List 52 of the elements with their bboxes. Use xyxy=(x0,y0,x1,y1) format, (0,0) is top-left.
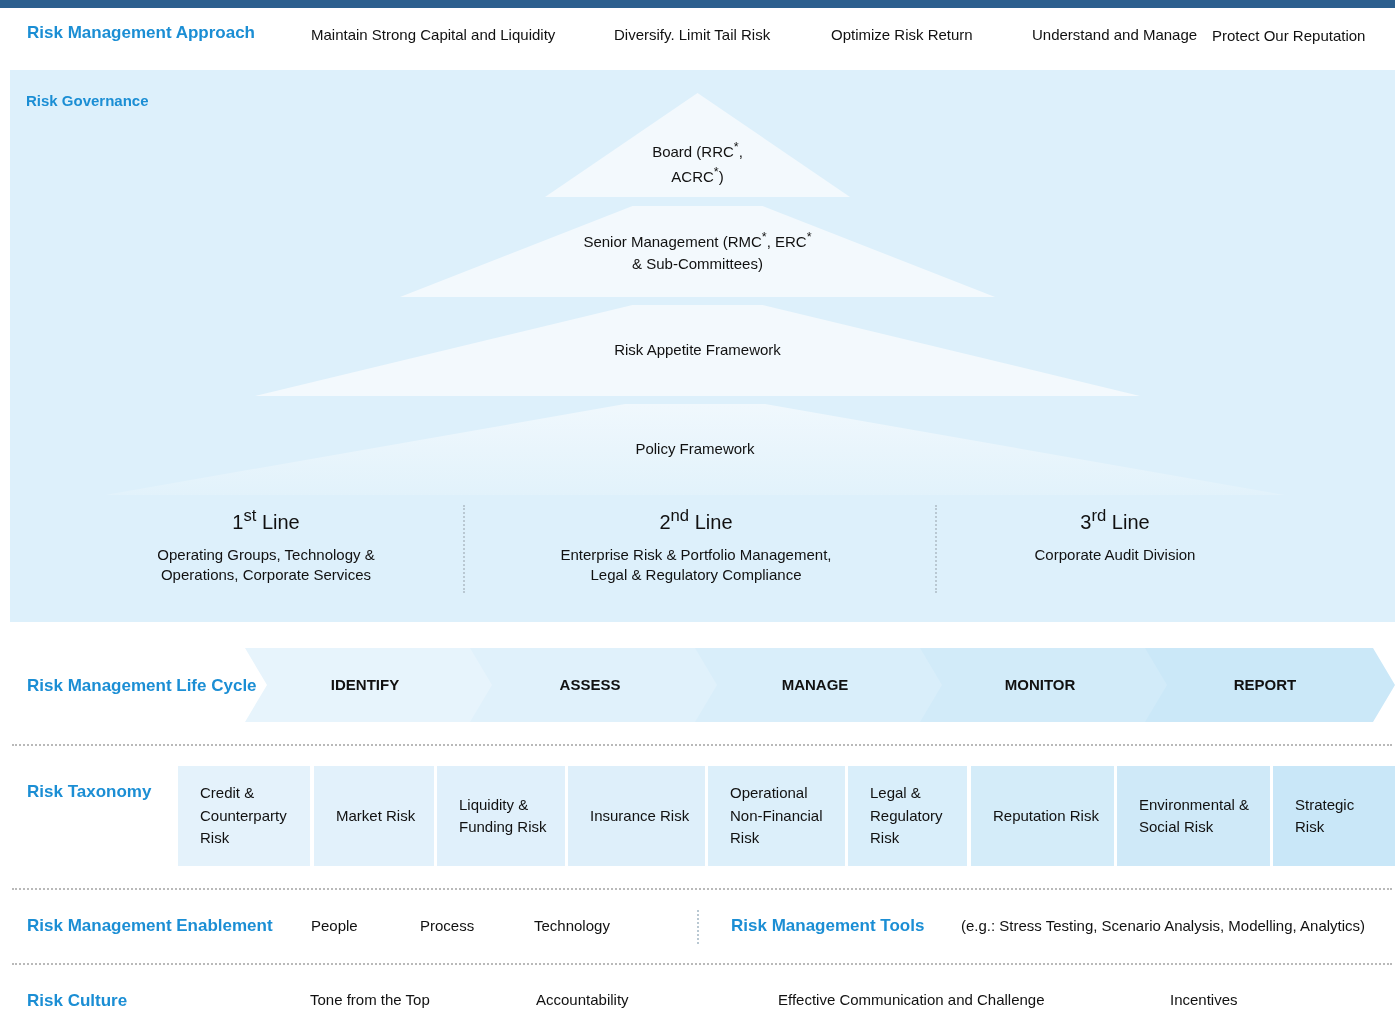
line-heading: 2$^{nd}$ Line xyxy=(658,505,734,535)
risk-type: Operational Non-Financial Risk xyxy=(730,783,824,849)
line-heading: 1$^{st}$ Line xyxy=(231,505,301,535)
taxonomy-tile xyxy=(178,766,310,866)
section-heading: Risk Management Tools xyxy=(731,915,925,937)
taxonomy-tile xyxy=(848,766,967,866)
tier-label: Board (RRC$^{*}$, ACRC$^{*}$) xyxy=(651,138,744,187)
list-item: Maintain Strong Capital and Liquidity xyxy=(311,25,556,45)
list-item: Technology xyxy=(534,916,610,936)
taxonomy-tile xyxy=(568,766,705,866)
step-label: IDENTIFY xyxy=(330,674,400,695)
list-item: Accountability xyxy=(536,990,629,1010)
tier-label: Risk Appetite Framework xyxy=(614,340,781,361)
risk-type: Market Risk xyxy=(336,805,416,826)
section-heading: Risk Taxonomy xyxy=(27,781,152,803)
list-item: Diversify. Limit Tail Risk xyxy=(614,25,771,45)
risk-type: Reputation Risk xyxy=(993,805,1099,826)
risk-type: Legal & Regulatory Risk xyxy=(870,783,944,849)
governance-panel xyxy=(10,70,1395,622)
risk-type: Strategic Risk xyxy=(1295,794,1356,837)
section-heading: Risk Governance xyxy=(26,91,149,111)
step-label: REPORT xyxy=(1233,674,1297,695)
list-item: People xyxy=(311,916,358,936)
risk-type: Insurance Risk xyxy=(590,805,690,826)
line-heading: 3$^{rd}$ Line xyxy=(1079,505,1151,535)
tier-label: Senior Management (RMC$^{*}$, ERC$^{*}$ & Sub-Committees) xyxy=(582,228,813,274)
list-item: Protect Our Reputation xyxy=(1212,26,1366,46)
line-description: Enterprise Risk & Portfolio Management, Legal & Regulatory Compliance xyxy=(559,545,833,584)
list-item: Incentives xyxy=(1170,990,1238,1010)
section-heading: Risk Management Life Cycle xyxy=(27,675,257,697)
risk-type: Credit & Counterparty Risk xyxy=(200,783,288,849)
taxonomy-tile xyxy=(971,766,1114,866)
list-item: Tone from the Top xyxy=(310,990,430,1010)
risk-type: Liquidity & Funding Risk xyxy=(459,794,548,837)
tier-label: Policy Framework xyxy=(635,439,755,460)
taxonomy-tile xyxy=(1117,766,1270,866)
taxonomy-tile xyxy=(437,766,565,866)
line-description: Operating Groups, Technology & Operations, Corporate Services xyxy=(156,545,376,584)
taxonomy-tile xyxy=(708,766,845,866)
taxonomy-tile xyxy=(1273,766,1395,866)
line-description: Corporate Audit Division xyxy=(1033,545,1197,565)
section-heading: Risk Management Enablement xyxy=(27,915,273,937)
section-heading: Risk Culture xyxy=(27,990,128,1012)
list-item: Process xyxy=(420,916,475,936)
section-heading: Risk Management Approach xyxy=(27,22,255,44)
list-item: Optimize Risk Return xyxy=(831,25,973,45)
chevron-step xyxy=(1145,648,1395,722)
list-item: (e.g.: Stress Testing, Scenario Analysis, Modelling, Analytics) xyxy=(961,916,1366,936)
taxonomy-tile xyxy=(314,766,434,866)
list-item: Effective Communication and Challenge xyxy=(778,990,1045,1010)
list-item: Understand and Manage xyxy=(1032,25,1198,45)
risk-type: Environmental & Social Risk xyxy=(1139,794,1251,837)
